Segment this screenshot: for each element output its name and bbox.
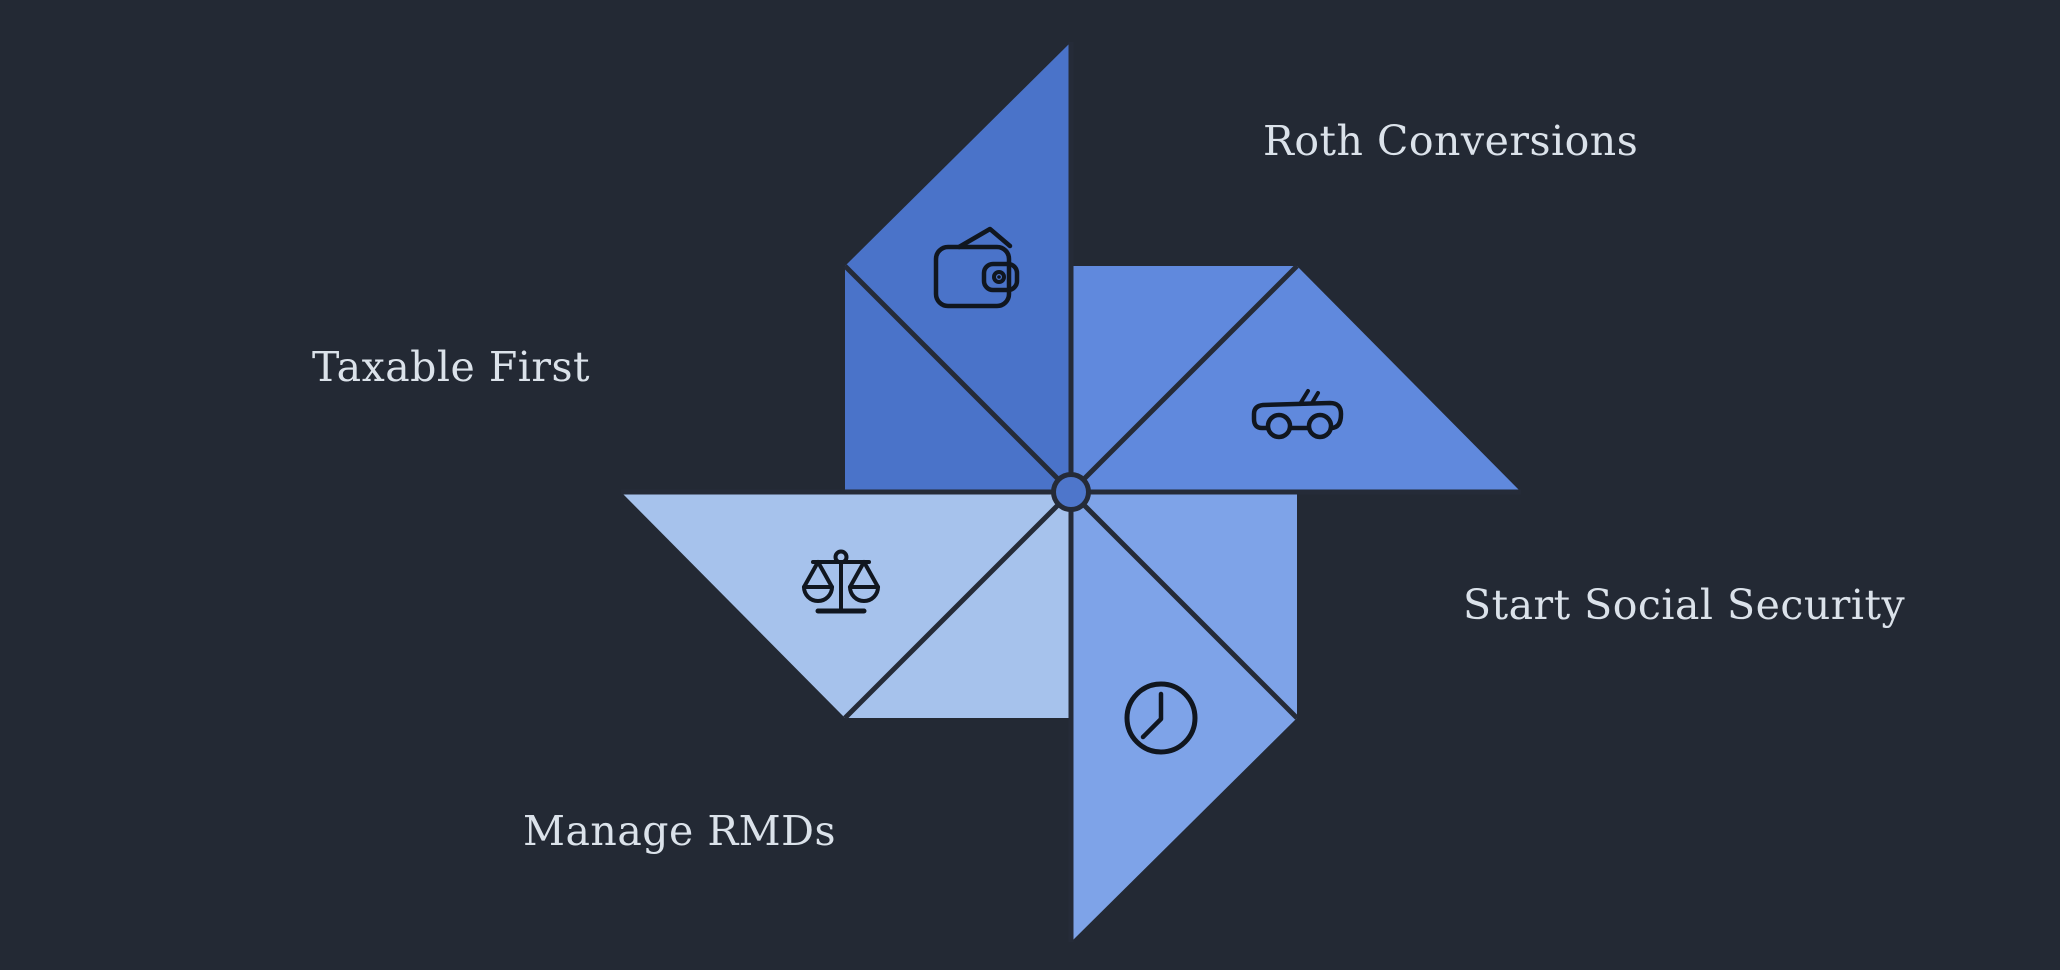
clock-icon xyxy=(1124,681,1198,755)
label-start-social-security: Start Social Security xyxy=(1463,581,1906,629)
blade-taxable-first xyxy=(845,42,1071,492)
hub-circle xyxy=(1051,472,1091,512)
blade-manage-rmds xyxy=(621,492,1071,718)
wallet-icon xyxy=(933,226,1020,309)
hub-group xyxy=(1051,472,1091,512)
blade-start-social-security xyxy=(1071,492,1297,942)
label-taxable-first: Taxable First xyxy=(312,343,591,391)
label-roth-conversions: Roth Conversions xyxy=(1263,117,1639,165)
balance-scale-icon xyxy=(802,549,880,614)
convertible-car-icon xyxy=(1251,389,1344,440)
blade-roth-conversions xyxy=(1071,266,1521,492)
wallet-clasp-dot xyxy=(997,275,1001,279)
label-manage-rmds: Manage RMDs xyxy=(523,807,837,855)
